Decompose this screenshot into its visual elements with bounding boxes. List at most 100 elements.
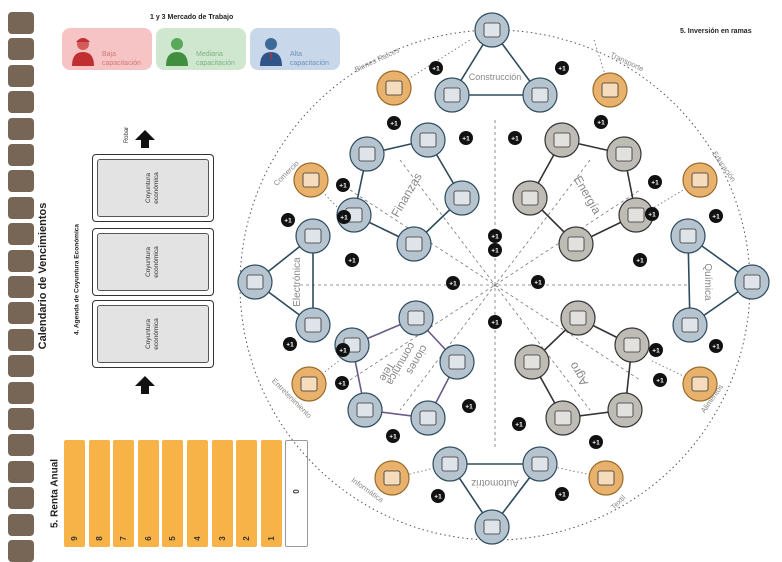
bonus-badge[interactable] xyxy=(281,213,295,227)
sector-node-icon xyxy=(246,274,264,290)
calendar-slot[interactable] xyxy=(8,144,34,166)
calendar-slot[interactable] xyxy=(8,460,34,483)
sector-node-icon xyxy=(483,519,501,535)
sector-label-agro: Agro xyxy=(566,359,591,388)
quimica-outline xyxy=(687,234,754,327)
rent-slot[interactable]: 7 xyxy=(113,440,135,547)
rent-slot[interactable]: 2 xyxy=(236,440,258,547)
calendar-slot[interactable] xyxy=(8,513,34,536)
worker-low-icon xyxy=(72,38,94,66)
bonus-label: +1 xyxy=(465,404,473,411)
calendar-slot[interactable] xyxy=(8,302,34,325)
draw-arrow-up-icon[interactable] xyxy=(133,128,157,150)
bonus-badge[interactable] xyxy=(337,210,351,224)
calendar-slot[interactable] xyxy=(8,328,34,351)
bonus-badge[interactable] xyxy=(429,61,443,75)
sector-node-icon xyxy=(521,190,539,206)
resource-node-icon xyxy=(691,376,709,392)
bonus-badge[interactable] xyxy=(594,115,608,129)
rent-slot[interactable]: 3 xyxy=(211,440,233,547)
connection-line xyxy=(349,189,641,381)
bonus-label: +1 xyxy=(652,348,660,355)
bonus-badge[interactable] xyxy=(345,253,359,267)
calendar-slot[interactable] xyxy=(8,355,34,378)
sector-label-finanzas: Finanzas xyxy=(388,170,424,219)
bonus-badge[interactable] xyxy=(589,435,603,449)
sector-node-icon xyxy=(569,310,587,326)
labor-card-medium[interactable]: Mediana capacitación xyxy=(156,28,246,70)
bonus-badge[interactable] xyxy=(531,275,545,289)
sector-label-energia: Energía xyxy=(571,173,604,217)
bonus-badge[interactable] xyxy=(462,399,476,413)
bonus-badge[interactable] xyxy=(386,429,400,443)
calendar-slot[interactable] xyxy=(8,540,34,562)
rent-slot[interactable]: 8 xyxy=(88,440,110,547)
calendar-slot[interactable] xyxy=(8,408,34,430)
bonus-badge[interactable] xyxy=(459,131,473,145)
calendar-slot[interactable] xyxy=(8,38,34,61)
worker-medium-icon xyxy=(166,38,188,66)
calendar-slot[interactable] xyxy=(8,434,34,457)
bonus-badge[interactable] xyxy=(488,315,502,329)
calendar-slot[interactable] xyxy=(8,381,34,404)
rent-slot[interactable]: 0 xyxy=(285,440,309,547)
resource-label-bienes-raices: Bienes Raíces xyxy=(353,45,401,74)
bonus-badge[interactable] xyxy=(555,487,569,501)
sector-node-icon xyxy=(567,236,585,252)
calendar-slot[interactable] xyxy=(8,117,34,140)
bonus-badge[interactable] xyxy=(648,175,662,189)
bonus-badge[interactable] xyxy=(645,207,659,221)
bonus-badge[interactable] xyxy=(653,373,667,387)
bonus-badge[interactable] xyxy=(336,343,350,357)
bonus-badge[interactable] xyxy=(283,337,297,351)
calendar-slot[interactable] xyxy=(8,487,34,510)
bonus-badge[interactable] xyxy=(335,376,349,390)
bonus-badge[interactable] xyxy=(555,61,569,75)
bonus-label: +1 xyxy=(432,66,440,73)
rent-slot[interactable]: 9 xyxy=(64,440,85,547)
rent-slot[interactable]: 6 xyxy=(137,440,159,547)
calendar-slot[interactable] xyxy=(8,91,34,114)
calendar-slot[interactable] xyxy=(8,170,34,193)
bonus-badge[interactable] xyxy=(649,343,663,357)
sector-node-icon xyxy=(483,22,501,38)
economy-card-2[interactable]: Coyuntura económica xyxy=(92,228,214,296)
sector-label-construccion: Construcción xyxy=(469,72,522,82)
bonus-badge[interactable] xyxy=(709,209,723,223)
economy-card-3[interactable]: Coyuntura económica xyxy=(92,300,214,368)
rent-slot[interactable]: 4 xyxy=(187,440,208,547)
labor-card-medium-label: Mediana capacitación xyxy=(196,51,235,67)
calendar-slot[interactable] xyxy=(8,64,34,87)
calendar-slot[interactable] xyxy=(8,196,34,219)
rent-slot[interactable]: 1 xyxy=(260,440,282,547)
bonus-badge[interactable] xyxy=(488,229,502,243)
labor-card-low[interactable]: Baja capacitación xyxy=(62,28,152,70)
calendar-slot[interactable] xyxy=(8,276,34,298)
rent-slot[interactable]: 5 xyxy=(162,440,184,547)
bonus-badge[interactable] xyxy=(488,243,502,257)
bonus-badge[interactable] xyxy=(512,417,526,431)
resource-node-icon xyxy=(385,80,403,96)
bonus-label: +1 xyxy=(648,212,656,219)
bonus-badge[interactable] xyxy=(387,116,401,130)
bonus-badge[interactable] xyxy=(336,178,350,192)
calendar-slot[interactable] xyxy=(8,12,34,34)
bonus-badge[interactable] xyxy=(709,339,723,353)
resource-node-icon xyxy=(601,82,619,98)
resource-connector xyxy=(649,179,701,211)
bonus-badge[interactable] xyxy=(431,489,445,503)
bonus-badge[interactable] xyxy=(446,276,460,290)
bonus-label: +1 xyxy=(592,440,600,447)
bonus-label: +1 xyxy=(339,348,347,355)
economy-card-1[interactable]: Coyuntura económica xyxy=(92,154,214,222)
calendar-slot[interactable] xyxy=(8,223,34,246)
bonus-badge[interactable] xyxy=(633,253,647,267)
labor-card-high[interactable]: Alta capacitación xyxy=(250,28,340,70)
resource-node-icon xyxy=(383,470,401,486)
sector-node-icon xyxy=(531,87,549,103)
bonus-badge[interactable] xyxy=(508,131,522,145)
bonus-label: +1 xyxy=(449,281,457,288)
resource-label-textil: Textil xyxy=(609,493,628,512)
calendar-slot[interactable] xyxy=(8,249,34,272)
sector-node-icon xyxy=(453,190,471,206)
